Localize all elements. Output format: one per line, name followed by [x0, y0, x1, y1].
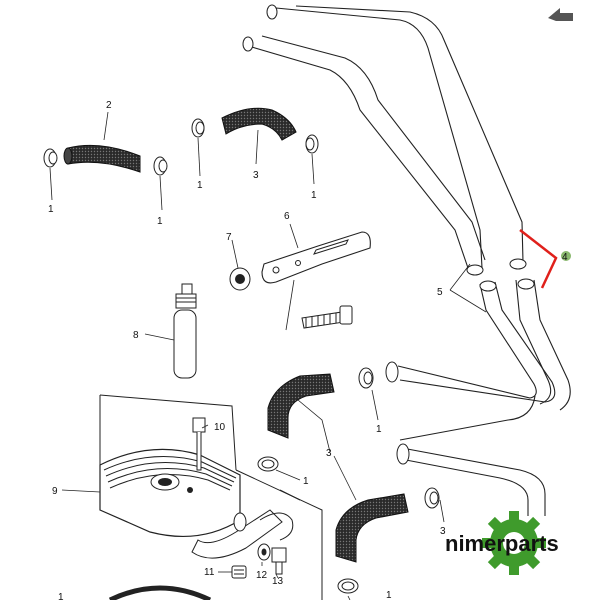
callout-9: 9: [52, 486, 58, 497]
callout-4: 4: [562, 252, 568, 263]
bolt-13[interactable]: [271, 547, 287, 575]
callout-7: 7: [226, 232, 232, 243]
mounting-bracket-6[interactable]: [261, 231, 371, 284]
hose-2[interactable]: [63, 144, 141, 173]
fitting-10[interactable]: [192, 417, 206, 471]
callout-1: 1: [303, 476, 309, 487]
callout-1: 1: [376, 424, 382, 435]
pipe-end-caps: [242, 4, 535, 465]
oil-cooler-9[interactable]: [99, 448, 241, 537]
brand-name: nimerparts: [445, 531, 559, 556]
callout-1: 1: [197, 180, 203, 191]
callout-12: 12: [256, 570, 268, 581]
callout-3: 3: [253, 170, 259, 181]
hose-clamps-top[interactable]: [43, 118, 319, 176]
callout-1: 1: [157, 216, 163, 227]
o-ring[interactable]: [108, 585, 212, 600]
callout-3: 3: [326, 448, 332, 459]
oil-line-pipes: [244, 5, 571, 516]
callout-1: 1: [386, 590, 392, 600]
callout-2: 2: [106, 100, 112, 111]
hose-3-middle[interactable]: [267, 373, 335, 439]
washer-12[interactable]: [257, 543, 271, 561]
callout-1: 1: [311, 190, 317, 201]
callout-1: 1: [48, 204, 54, 215]
adapter-tube-8[interactable]: [173, 283, 197, 379]
callout-11: 11: [204, 567, 215, 578]
assembly-frame-lines: [99, 394, 323, 600]
callout-13: 13: [272, 576, 284, 587]
callout-3: 3: [440, 526, 446, 537]
elbow-fitting[interactable]: [191, 509, 294, 559]
highlight-callout-4: [519, 229, 558, 289]
hose-3-top[interactable]: [221, 107, 297, 141]
callout-1: 1: [58, 592, 64, 600]
bracket-bolt[interactable]: [301, 305, 353, 329]
callout-8: 8: [133, 330, 139, 341]
spacer-washer-7[interactable]: [229, 267, 251, 291]
callout-10: 10: [214, 422, 226, 433]
hose-3-bottom[interactable]: [335, 493, 409, 563]
leader-lines: [49, 111, 487, 600]
screw-11[interactable]: [231, 565, 247, 579]
callout-6: 6: [284, 211, 290, 222]
callout-5: 5: [437, 287, 443, 298]
callout-4-dot: [561, 251, 571, 261]
hose-clamps-lower[interactable]: [257, 367, 440, 594]
callout-labels: 2 1 1 1 3 1 6 7 4 5 8 1 10 3 9 1 3 11 12…: [48, 100, 568, 600]
brand-logo: nimerparts: [445, 511, 559, 575]
arrow-icon[interactable]: [548, 8, 573, 21]
